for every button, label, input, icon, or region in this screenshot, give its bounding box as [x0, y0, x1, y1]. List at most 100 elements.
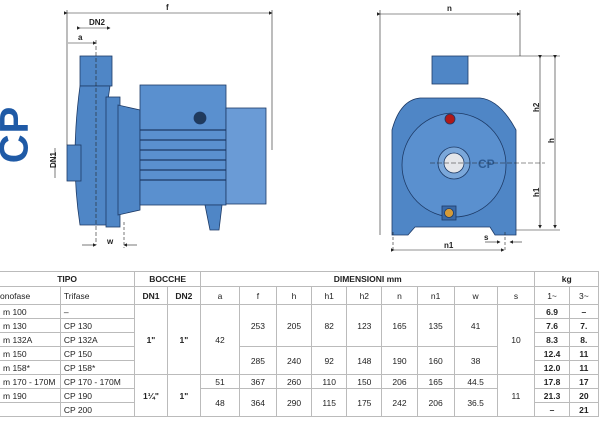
cell-kg3: 11: [568, 360, 600, 375]
label-s: s: [484, 233, 489, 242]
cell-h2: 123: [346, 304, 383, 347]
cell-trifase: CP 158*: [59, 360, 136, 375]
header-kg: kg: [534, 271, 599, 287]
cell-trifase: –: [59, 304, 136, 319]
table-row: CP 200–21: [0, 402, 600, 417]
cell-w: 38: [453, 346, 498, 375]
col-monofase: onofase: [0, 286, 61, 305]
cell-monofase: m 100: [0, 304, 61, 319]
label-n1: n1: [444, 241, 454, 250]
specs-table: TIPO BOCCHE DIMENSIONI mm kg onofase Tri…: [0, 271, 600, 417]
cell-kg3: 8.: [568, 332, 600, 347]
cell-kg1: 7.6: [534, 318, 570, 333]
cell-kg3: 21: [568, 402, 600, 417]
cell-monofase: m 130: [0, 318, 61, 333]
col-w: w: [453, 286, 498, 305]
col-s: s: [496, 286, 536, 305]
cell-trifase: CP 200: [59, 402, 136, 417]
cell-dn1: 1¼": [134, 374, 168, 417]
cell-kg3: 20: [568, 388, 600, 403]
cell-kg3: 17: [568, 374, 600, 389]
cell-w: 44.5: [453, 374, 498, 389]
cell-kg3: –: [568, 304, 600, 319]
label-h2: h2: [532, 102, 541, 112]
col-kg3: 3~: [568, 286, 600, 305]
cell-kg3: 7.: [568, 318, 600, 333]
cell-h1: 115: [311, 388, 348, 417]
cell-a: 51: [200, 374, 240, 389]
cell-trifase: CP 190: [59, 388, 136, 403]
cell-monofase: m 190: [0, 388, 61, 403]
cell-n: 242: [381, 388, 418, 417]
cell-h1: 82: [311, 304, 348, 347]
label-n: n: [447, 4, 452, 13]
col-kg1: 1~: [534, 286, 570, 305]
cell-h1: 92: [311, 346, 348, 375]
cell-h2: 150: [346, 374, 383, 389]
side-view-pump: [66, 55, 267, 231]
cell-h: 205: [275, 304, 313, 347]
label-h1: h1: [532, 187, 541, 197]
header-bocche: BOCCHE: [134, 271, 202, 287]
cell-w: 36.5: [453, 388, 498, 417]
col-h: h: [275, 286, 313, 305]
col-a: a: [200, 286, 240, 305]
cell-h: 290: [275, 388, 313, 417]
cell-kg1: 6.9: [534, 304, 570, 319]
cell-s: 11: [496, 374, 536, 417]
cell-trifase: CP 150: [59, 346, 136, 361]
cell-monofase: [0, 402, 61, 417]
cell-n: 206: [381, 374, 418, 389]
cell-n: 165: [381, 304, 418, 347]
label-w: w: [106, 237, 114, 246]
cell-trifase: CP 132A: [59, 332, 136, 347]
cell-n1: 165: [416, 374, 455, 389]
col-dn2: DN2: [166, 286, 202, 305]
cell-dn2: 1": [166, 304, 202, 375]
cell-h2: 148: [346, 346, 383, 375]
cell-trifase: CP 170 - 170M: [59, 374, 136, 389]
pump-mark: CP: [478, 157, 495, 171]
cell-monofase: m 132A: [0, 332, 61, 347]
header-dimensioni: DIMENSIONI mm: [200, 271, 536, 287]
cell-a: 42: [200, 304, 240, 375]
cell-kg3: 11: [568, 346, 600, 361]
cell-w: 41: [453, 304, 498, 347]
label-a: a: [78, 33, 83, 42]
cell-dn1: 1": [134, 304, 168, 375]
front-view-pump: [391, 55, 517, 236]
cell-h: 240: [275, 346, 313, 375]
label-h: h: [547, 138, 556, 143]
label-dn2: DN2: [89, 18, 106, 27]
cell-monofase: m 150: [0, 346, 61, 361]
cell-kg1: 12.4: [534, 346, 570, 361]
cell-kg1: 21.3: [534, 388, 570, 403]
cell-a: 48: [200, 388, 240, 417]
cell-f: 253: [238, 304, 277, 347]
cell-n1: 135: [416, 304, 455, 347]
cell-trifase: CP 130: [59, 318, 136, 333]
cell-h: 260: [275, 374, 313, 389]
col-f: f: [238, 286, 277, 305]
cell-monofase: m 170 - 170M: [0, 374, 61, 389]
cell-kg1: 17.8: [534, 374, 570, 389]
cell-n1: 206: [416, 388, 455, 417]
header-tipo: TIPO: [0, 271, 136, 287]
cell-f: 367: [238, 374, 277, 389]
cell-monofase: m 158*: [0, 360, 61, 375]
col-trifase: Trifase: [59, 286, 136, 305]
cell-s: 10: [496, 304, 536, 375]
col-dn1: DN1: [134, 286, 168, 305]
col-h2: h2: [346, 286, 383, 305]
cell-h1: 110: [311, 374, 348, 389]
cell-dn2: 1": [166, 374, 202, 417]
label-f: f: [166, 3, 169, 12]
label-dn1: DN1: [49, 151, 58, 168]
col-h1: h1: [311, 286, 348, 305]
cell-n1: 160: [416, 346, 455, 375]
pump-drawings: f DN2 a DN1 w CP n h2 h h1 n1 s: [49, 3, 560, 252]
cell-kg1: 12.0: [534, 360, 570, 375]
